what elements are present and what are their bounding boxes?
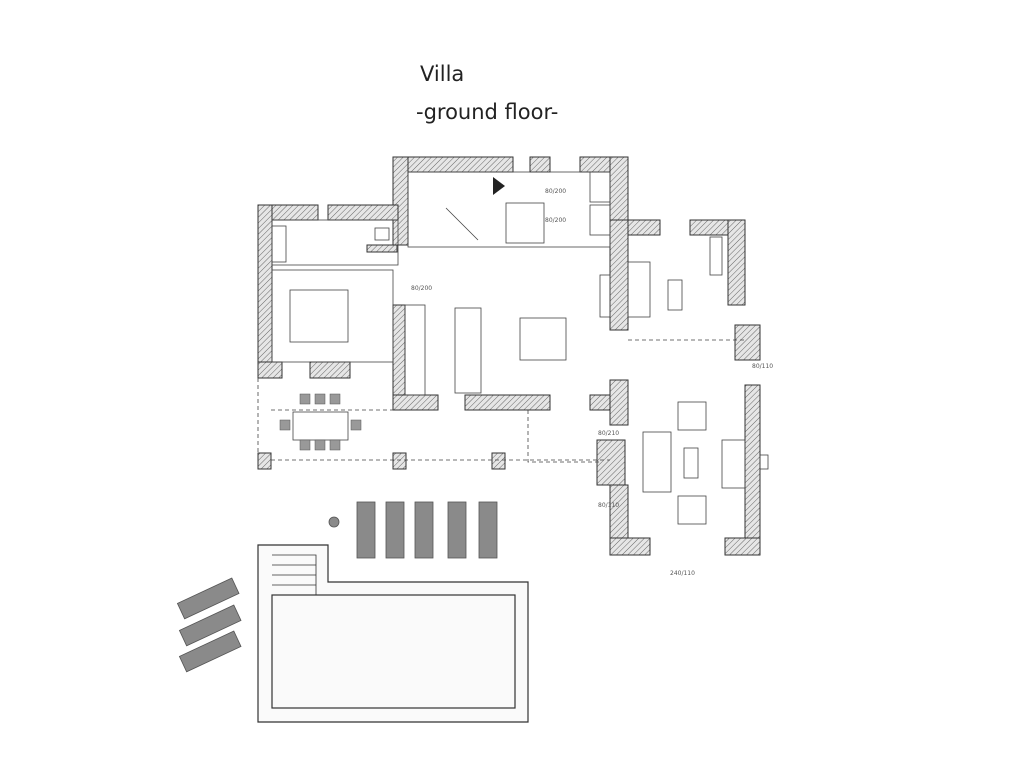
plan-subtitle: -ground floor- [416,100,559,124]
interior-lines [257,171,769,525]
dimension-label: 80/110 [598,502,619,509]
swimming-pool [257,544,529,723]
dimension-label: 240/110 [670,570,695,577]
dimension-label: 80/200 [545,188,566,195]
dimension-label: 80/110 [752,363,773,370]
dimension-labels: 80/200 80/200 80/200 80/210 80/110 80/11… [411,188,773,577]
furniture-chairs [279,393,362,451]
plan-title: Villa [420,62,465,86]
dimension-label: 80/210 [598,430,619,437]
stair-arrow-icon [493,177,505,195]
dimension-label: 80/200 [545,217,566,224]
dimension-label: 80/200 [411,285,432,292]
walls [257,156,761,556]
sun-loungers [176,501,498,673]
